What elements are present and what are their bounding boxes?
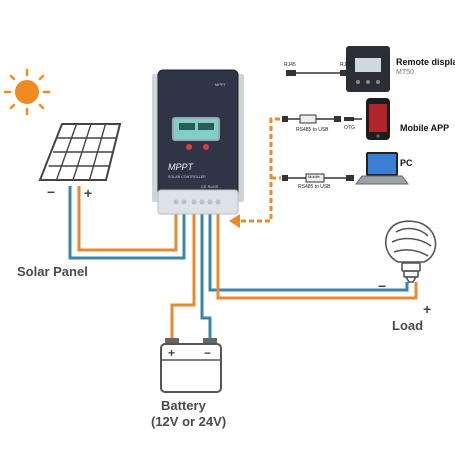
rs485-usb-label-pc: RS485 to USB	[298, 184, 331, 190]
battery-icon	[160, 338, 222, 393]
rj45-right-label: RJ45	[340, 62, 352, 68]
rs485-usb-label-mobile: RS485 to USB	[296, 127, 329, 133]
controller-button-left	[186, 144, 192, 150]
battery-wires	[170, 213, 212, 344]
comm-arrowhead	[229, 214, 240, 228]
controller-terminals	[173, 199, 221, 205]
remote-display-icon	[346, 46, 390, 92]
solar-wires	[68, 186, 186, 260]
controller-button-right	[203, 144, 209, 150]
sun-icon	[3, 68, 51, 116]
load-label: Load	[392, 318, 424, 333]
laptop-icon	[355, 152, 409, 185]
solar-minus-sign: −	[47, 184, 55, 200]
load-minus-sign: −	[378, 278, 386, 294]
comm-line	[241, 117, 281, 223]
bulb-icon	[384, 220, 437, 283]
battery-negative-wire	[200, 213, 212, 344]
battery-plus-sign: +	[168, 346, 175, 360]
battery-positive-wire	[170, 213, 196, 344]
battery-label: Battery	[161, 398, 206, 413]
load-wires	[208, 213, 418, 300]
rj45-left-label: RJ45	[284, 62, 296, 68]
controller-certification: CE RoHS	[201, 184, 219, 189]
load-plus-sign: +	[423, 301, 431, 317]
solar-positive-wire	[77, 186, 178, 252]
pc-label: PC	[400, 158, 413, 168]
controller-brand: MPPT	[168, 162, 195, 172]
controller-tag: MPPT	[215, 82, 227, 87]
solar-negative-wire	[68, 186, 186, 260]
controller-subtitle: SOLAR CONTROLLER	[168, 175, 206, 179]
solar-panel-label: Solar Panel	[17, 264, 88, 279]
rs485-usb-cable-mobile	[282, 114, 362, 124]
mobile-tag-label: Mobile	[308, 174, 320, 179]
remote-display-label: Remote display	[396, 57, 455, 67]
battery-voltage-label: (12V or 24V)	[151, 414, 227, 429]
mobile-app-label: Mobile APP	[400, 123, 450, 133]
otg-label: OTG	[344, 125, 355, 131]
solar-panel-icon	[38, 123, 122, 181]
battery-minus-sign: −	[204, 346, 211, 360]
remote-model-label: MT50	[396, 69, 414, 76]
load-negative-wire	[208, 213, 409, 292]
rs485-usb-cable-pc	[282, 173, 354, 183]
load-positive-wire	[216, 213, 418, 300]
charge-controller	[152, 69, 244, 215]
phone-icon	[366, 98, 390, 140]
solar-plus-sign: +	[84, 185, 92, 201]
rj45-cable	[286, 70, 350, 76]
